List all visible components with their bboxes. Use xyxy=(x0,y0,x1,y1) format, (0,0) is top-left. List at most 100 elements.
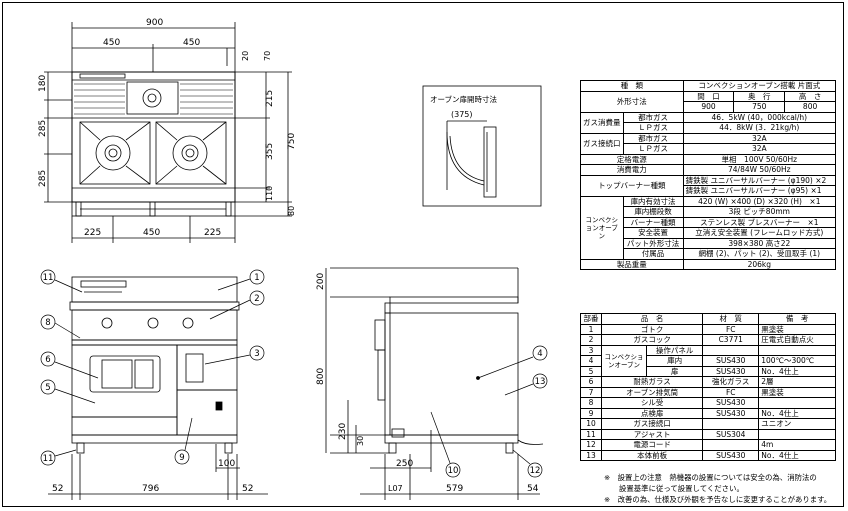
spec-weight-label: 製品重量 xyxy=(580,258,684,270)
part-no: 4 xyxy=(580,355,602,367)
spec-gas-city-2: 都市ガス xyxy=(622,132,684,144)
note-1b: 設置基準に従って設置してください。 xyxy=(619,484,744,493)
dim-900: 900 xyxy=(146,18,163,28)
part-no: 9 xyxy=(580,407,602,419)
spec-power-val: 74/84W 50/60Hz xyxy=(682,164,837,176)
spec-gas-conn-label: ガス接続口 xyxy=(580,132,624,155)
spec-acc-val: 網棚 (2)、パット (2)、受皿取手 (1) xyxy=(682,248,837,260)
part-material xyxy=(702,418,760,430)
note-2: ※ 改善の為、仕様及び外観を予告なしに変更することがあります。 xyxy=(604,495,832,504)
spec-gas-lp-1: ＬＰガス xyxy=(622,122,684,134)
spec-inner-val: 420 (W) ×400 (D) ×320 (H) ×1 xyxy=(682,195,837,207)
door-open-detail: オーブン扉開時寸法 (375) xyxy=(422,85,542,207)
part-note xyxy=(758,397,836,409)
part-material: 強化ガラス xyxy=(702,376,760,388)
part-note: No．4仕上 xyxy=(758,407,836,419)
part-note: 100℃～300℃ xyxy=(758,355,836,367)
dim-285-b: 285 xyxy=(38,170,48,187)
parts-header-no: 部番 xyxy=(580,313,602,325)
part-material: SUS430 xyxy=(702,397,760,409)
part-no: 1 xyxy=(580,323,602,335)
dim-450-right: 450 xyxy=(183,38,200,48)
dim-225-right: 225 xyxy=(204,228,221,238)
part-note xyxy=(758,344,836,356)
part-note: 黒塗装 xyxy=(758,323,836,335)
dim-70: 70 xyxy=(263,51,272,61)
part-name: 点検扉 xyxy=(600,407,704,419)
part-note: 4m xyxy=(758,439,836,451)
part-name: 耐熱ガラス xyxy=(600,376,704,388)
dim-230: 230 xyxy=(338,423,348,440)
callout-8: 8 xyxy=(45,318,50,328)
spec-voltage-label: 定格電源 xyxy=(580,153,684,165)
part-note: 2層 xyxy=(758,376,836,388)
part-name: 扉 xyxy=(645,365,704,377)
part-no: 6 xyxy=(580,376,602,388)
part-material: SUS430 xyxy=(702,365,760,377)
dim-750: 750 xyxy=(287,133,297,150)
part-name: ガスコック xyxy=(600,334,704,346)
spec-gas-lp-2: ＬＰガス xyxy=(622,143,684,155)
spec-gas-cons-city: 46．5kW (40，000kcal/h) xyxy=(682,111,837,123)
spec-inner-label: 庫内有効寸法 xyxy=(622,195,684,207)
dim-215: 215 xyxy=(265,90,275,107)
spec-pan-label: パット外形寸法 xyxy=(622,237,684,249)
spec-gas-cons-label: ガス消費量 xyxy=(580,111,624,134)
spec-safety-label: 安全装置 xyxy=(622,227,684,239)
parts-header-name: 品 名 xyxy=(600,313,704,325)
part-no: 11 xyxy=(580,428,602,440)
part-material: FC xyxy=(702,386,760,398)
door-detail-dim: (375) xyxy=(451,110,473,119)
top-view: 900 450 450 20 70 180 xyxy=(38,18,297,243)
part-material xyxy=(702,344,760,356)
dim-200: 200 xyxy=(316,273,326,290)
spec-size-label: 外形寸法 xyxy=(580,90,684,113)
callout-3: 3 xyxy=(254,349,259,359)
callout-6: 6 xyxy=(45,355,50,365)
dim-20: 20 xyxy=(241,51,250,61)
part-material: SUS304 xyxy=(702,428,760,440)
spec-oburner-val: ステンレス製 ブレスバーナー ×1 xyxy=(682,216,837,228)
callout-1: 1 xyxy=(254,273,259,283)
part-no: 10 xyxy=(580,418,602,430)
dim-180: 180 xyxy=(38,75,48,92)
part-name: シル受 xyxy=(600,397,704,409)
spec-voltage-val: 単相 100V 50/60Hz xyxy=(682,153,837,165)
part-note xyxy=(758,428,836,440)
part-name: 操作パネル xyxy=(645,344,704,356)
callout-13: 13 xyxy=(535,377,546,387)
callout-10: 10 xyxy=(448,466,459,476)
dim-110: 110 xyxy=(265,186,274,201)
part-no: 3 xyxy=(580,344,602,356)
spec-burner-val-2: 鋳鉄製 ユニバーサルバーナー (φ95) ×1 xyxy=(682,185,837,197)
spec-h-head: 高 さ xyxy=(784,90,836,102)
part-note: 圧電式自動点火 xyxy=(758,334,836,346)
spec-burner-val-1: 鋳鉄製 ユニバーサルバーナー (φ190) ×2 xyxy=(682,174,837,186)
spec-oburner-label: バーナー種類 xyxy=(622,216,684,228)
spec-shelf-label: 庫内棚段数 xyxy=(622,206,684,218)
part-no: 8 xyxy=(580,397,602,409)
part-note: No．4仕上 xyxy=(758,449,836,461)
spec-burner-label: トップバーナー種類 xyxy=(580,174,684,197)
part-material: SUS430 xyxy=(702,407,760,419)
part-no: 13 xyxy=(580,449,602,461)
part-name: 電源コード xyxy=(600,439,704,451)
dim-355: 355 xyxy=(265,143,275,160)
spec-d-val: 750 xyxy=(733,101,786,113)
spec-gas-conn-lp: 32A xyxy=(682,143,837,155)
spec-safety-val: 立消え安全装置 (フレームロッド方式) xyxy=(682,227,837,239)
spec-d-head: 奥 行 xyxy=(733,90,786,102)
dim-800: 800 xyxy=(316,368,326,385)
part-note: No．4仕上 xyxy=(758,365,836,377)
dim-450-left: 450 xyxy=(103,38,120,48)
dim-107: L07 xyxy=(388,484,403,493)
dim-80: 80 xyxy=(287,206,296,216)
part-material xyxy=(702,439,760,451)
dim-52-right: 52 xyxy=(242,484,253,494)
note-1a: ※ 設置上の注意 熱機器の設置については安全の為、消防法の xyxy=(604,473,817,482)
part-note: ユニオン xyxy=(758,418,836,430)
